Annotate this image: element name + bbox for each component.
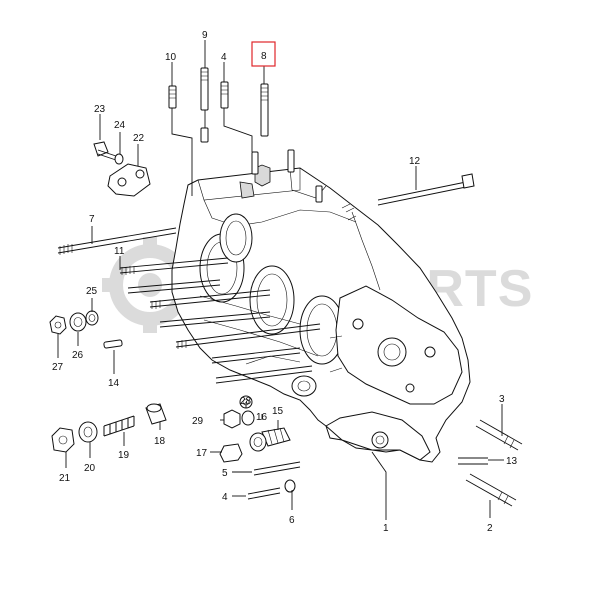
callout-20: 20 [84, 463, 96, 474]
callout-5: 5 [222, 468, 228, 479]
leader-lines [57, 40, 504, 520]
callout-28: 28 [240, 396, 252, 407]
callout-29: 29 [192, 416, 204, 427]
top-studs [168, 67, 269, 143]
callout-17: 17 [196, 448, 208, 459]
callout-1: 1 [383, 523, 389, 534]
small-parts-left [49, 310, 123, 349]
callout-6: 6 [289, 515, 295, 526]
callout-14: 14 [108, 378, 120, 389]
callout-27: 27 [52, 362, 64, 373]
callout-24: 24 [114, 120, 126, 131]
callout-8: 8 [261, 51, 267, 62]
callout-13: 13 [506, 456, 518, 467]
callout-19: 19 [118, 450, 130, 461]
callout-2: 2 [487, 523, 493, 534]
callout-4-top: 4 [221, 52, 227, 63]
callout-23: 23 [94, 104, 106, 115]
callout-22: 22 [133, 133, 145, 144]
through-bolts [57, 227, 321, 384]
callout-7: 7 [89, 214, 95, 225]
callout-11: 11 [114, 246, 125, 257]
callout-15: 15 [272, 406, 284, 417]
small-parts-center [219, 395, 301, 500]
bracket-assembly [93, 141, 151, 197]
callout-labels: 10 9 4 8 23 24 22 12 7 11 25 26 27 14 3 … [52, 30, 518, 534]
highlighted-callout-box [251, 41, 276, 67]
callout-25: 25 [86, 286, 98, 297]
crankcase-housing [171, 149, 471, 463]
callout-26: 26 [72, 350, 84, 361]
callout-12: 12 [409, 156, 421, 167]
callout-18: 18 [154, 436, 166, 447]
callout-4-bottom: 4 [222, 492, 228, 503]
callout-16: 16 [256, 412, 268, 423]
callout-9: 9 [202, 30, 208, 41]
small-parts-lower-left [51, 403, 167, 453]
studs-right [458, 419, 523, 507]
callout-3: 3 [499, 394, 505, 405]
callout-21: 21 [59, 473, 71, 484]
callout-10: 10 [165, 52, 177, 63]
stud-12 [377, 173, 475, 206]
